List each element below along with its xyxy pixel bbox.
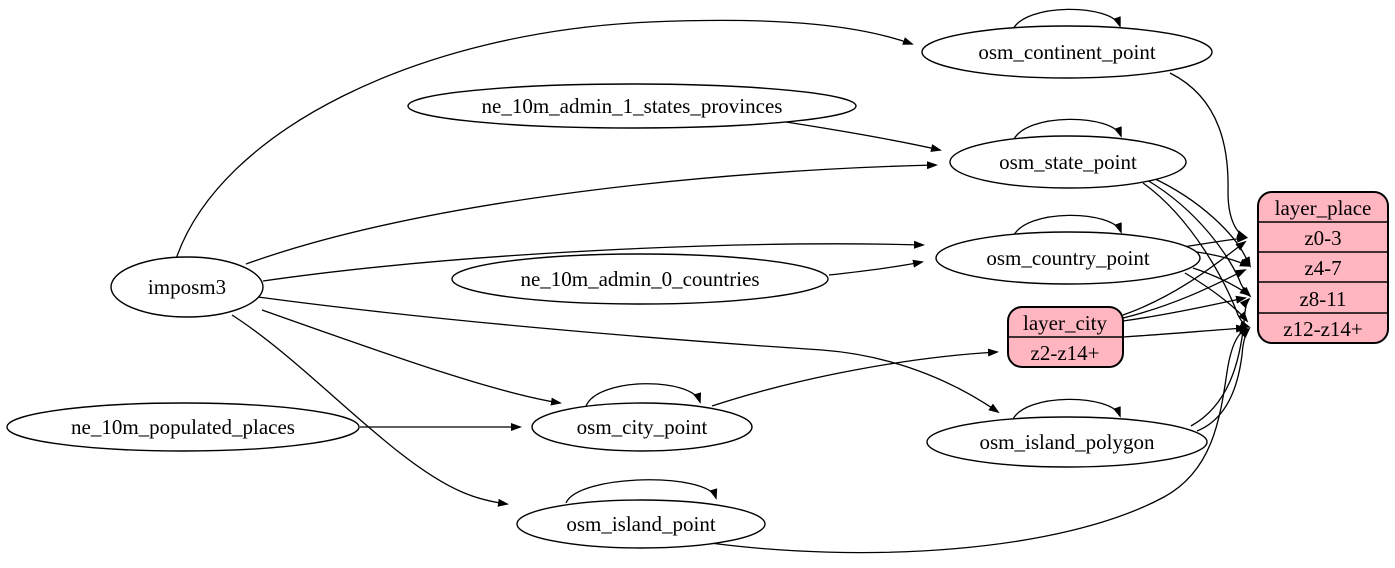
- edge-osm_country_point-to-layer_place-z0-3: [1182, 234, 1248, 248]
- node-osm_continent_point: osm_continent_point: [921, 25, 1213, 79]
- ne_10m_admin_1_states_provinces-shape: [407, 83, 857, 129]
- ne_10m_admin_0_countries-shape: [451, 253, 829, 305]
- ne_10m_admin_0_countries-label: ne_10m_admin_0_countries: [520, 267, 759, 291]
- edge-osm_continent_point-to-layer_place-z0-3: [1169, 72, 1248, 238]
- node-imposm3: imposm3: [110, 256, 264, 318]
- edge-imposm3-to-osm_city_point: [261, 309, 562, 406]
- ne_10m_populated_places-shape: [6, 402, 360, 452]
- edge-layer_city-to-layer_place-z4-7: [1122, 269, 1247, 319]
- edge-layer_city-to-layer_place-z0-3: [1122, 240, 1247, 316]
- edge-osm_country_point-to-layer_place-z4-7: [1196, 251, 1251, 267]
- edge-osm_continent_point-self-loop: [1011, 8, 1121, 32]
- osm_state_point-label: osm_state_point: [999, 150, 1137, 174]
- imposm3-shape: [110, 256, 264, 318]
- layer_place-shape: [1257, 191, 1389, 344]
- osm_continent_point-shape: [921, 25, 1213, 79]
- osm_island_polygon-label: osm_island_polygon: [979, 430, 1155, 454]
- layer_place-row-z12-z14: z12-z14+: [1283, 317, 1362, 341]
- node-ne_10m_admin_0_countries: ne_10m_admin_0_countries: [451, 253, 829, 305]
- osm_country_point-shape: [935, 231, 1201, 285]
- layer_place-row-z8-11: z8-11: [1299, 287, 1346, 311]
- ne_10m_populated_places-label: ne_10m_populated_places: [71, 415, 295, 439]
- edge-layer: [175, 8, 1252, 554]
- edge-layer_city-to-layer_place-z8-11: [1122, 295, 1247, 322]
- edge-osm_state_point-self-loop: [1012, 118, 1122, 142]
- osm_island_polygon-shape: [926, 416, 1208, 468]
- node-osm_island_polygon: osm_island_polygon: [926, 416, 1208, 468]
- node-ne_10m_admin_1_states_provinces: ne_10m_admin_1_states_provinces: [407, 83, 857, 129]
- edge-ne_10m_admin_0_countries-to-osm_country_point: [828, 259, 924, 276]
- node-osm_city_point: osm_city_point: [531, 402, 753, 452]
- edge-osm_city_point-self-loop: [585, 383, 702, 407]
- layer_place-row-z4-7: z4-7: [1304, 256, 1341, 280]
- edge-osm_island_point-self-loop: [565, 479, 718, 504]
- node-layer_place: layer_place z0-3 z4-7 z8-11 z12-z14+: [1257, 191, 1389, 344]
- edge-imposm3-to-osm_state_point: [245, 161, 938, 265]
- osm_city_point-label: osm_city_point: [577, 415, 708, 439]
- layer_city-row-z2-z14: z2-z14+: [1031, 341, 1100, 365]
- node-osm_state_point: osm_state_point: [949, 135, 1187, 189]
- edge-osm_country_point-self-loop: [1012, 214, 1122, 238]
- osm_continent_point-label: osm_continent_point: [978, 40, 1155, 64]
- edge-imposm3-to-osm_country_point: [262, 240, 925, 282]
- edge-osm_island_point-to-layer_place-z12-z14: [702, 326, 1250, 554]
- node-osm_country_point: osm_country_point: [935, 231, 1201, 285]
- edge-layer_city-to-layer_place-z12-z14: [1122, 324, 1247, 338]
- edge-osm_city_point-to-layer_city-z2-z14: [711, 348, 999, 407]
- edge-imposm3-to-osm_island_point: [231, 314, 509, 507]
- node-layer_city: layer_city z2-z14+: [1007, 306, 1124, 368]
- layer_city-title: layer_city: [1023, 311, 1107, 335]
- layer_place-title: layer_place: [1275, 196, 1372, 220]
- osm_country_point-label: osm_country_point: [986, 246, 1149, 270]
- imposm3-label: imposm3: [148, 275, 226, 299]
- osm_island_point-shape: [516, 499, 766, 549]
- node-ne_10m_populated_places: ne_10m_populated_places: [6, 402, 360, 452]
- edge-imposm3-to-osm_continent_point: [175, 19, 914, 260]
- edge-osm_island_polygon-self-loop: [1011, 398, 1121, 422]
- osm_city_point-shape: [531, 402, 753, 452]
- osm_state_point-shape: [949, 135, 1187, 189]
- ne_10m_admin_1_states_provinces-label: ne_10m_admin_1_states_provinces: [482, 94, 783, 118]
- osm_island_point-label: osm_island_point: [566, 512, 716, 536]
- edge-imposm3-to-osm_island_polygon: [257, 296, 1000, 414]
- node-osm_island_point: osm_island_point: [516, 499, 766, 549]
- edge-ne_10m_admin_1_states_provinces-to-osm_state_point: [785, 121, 942, 152]
- edge-osm_country_point-to-layer_place-z8-11: [1192, 267, 1251, 297]
- layer_place-row-z0-3: z0-3: [1304, 226, 1341, 250]
